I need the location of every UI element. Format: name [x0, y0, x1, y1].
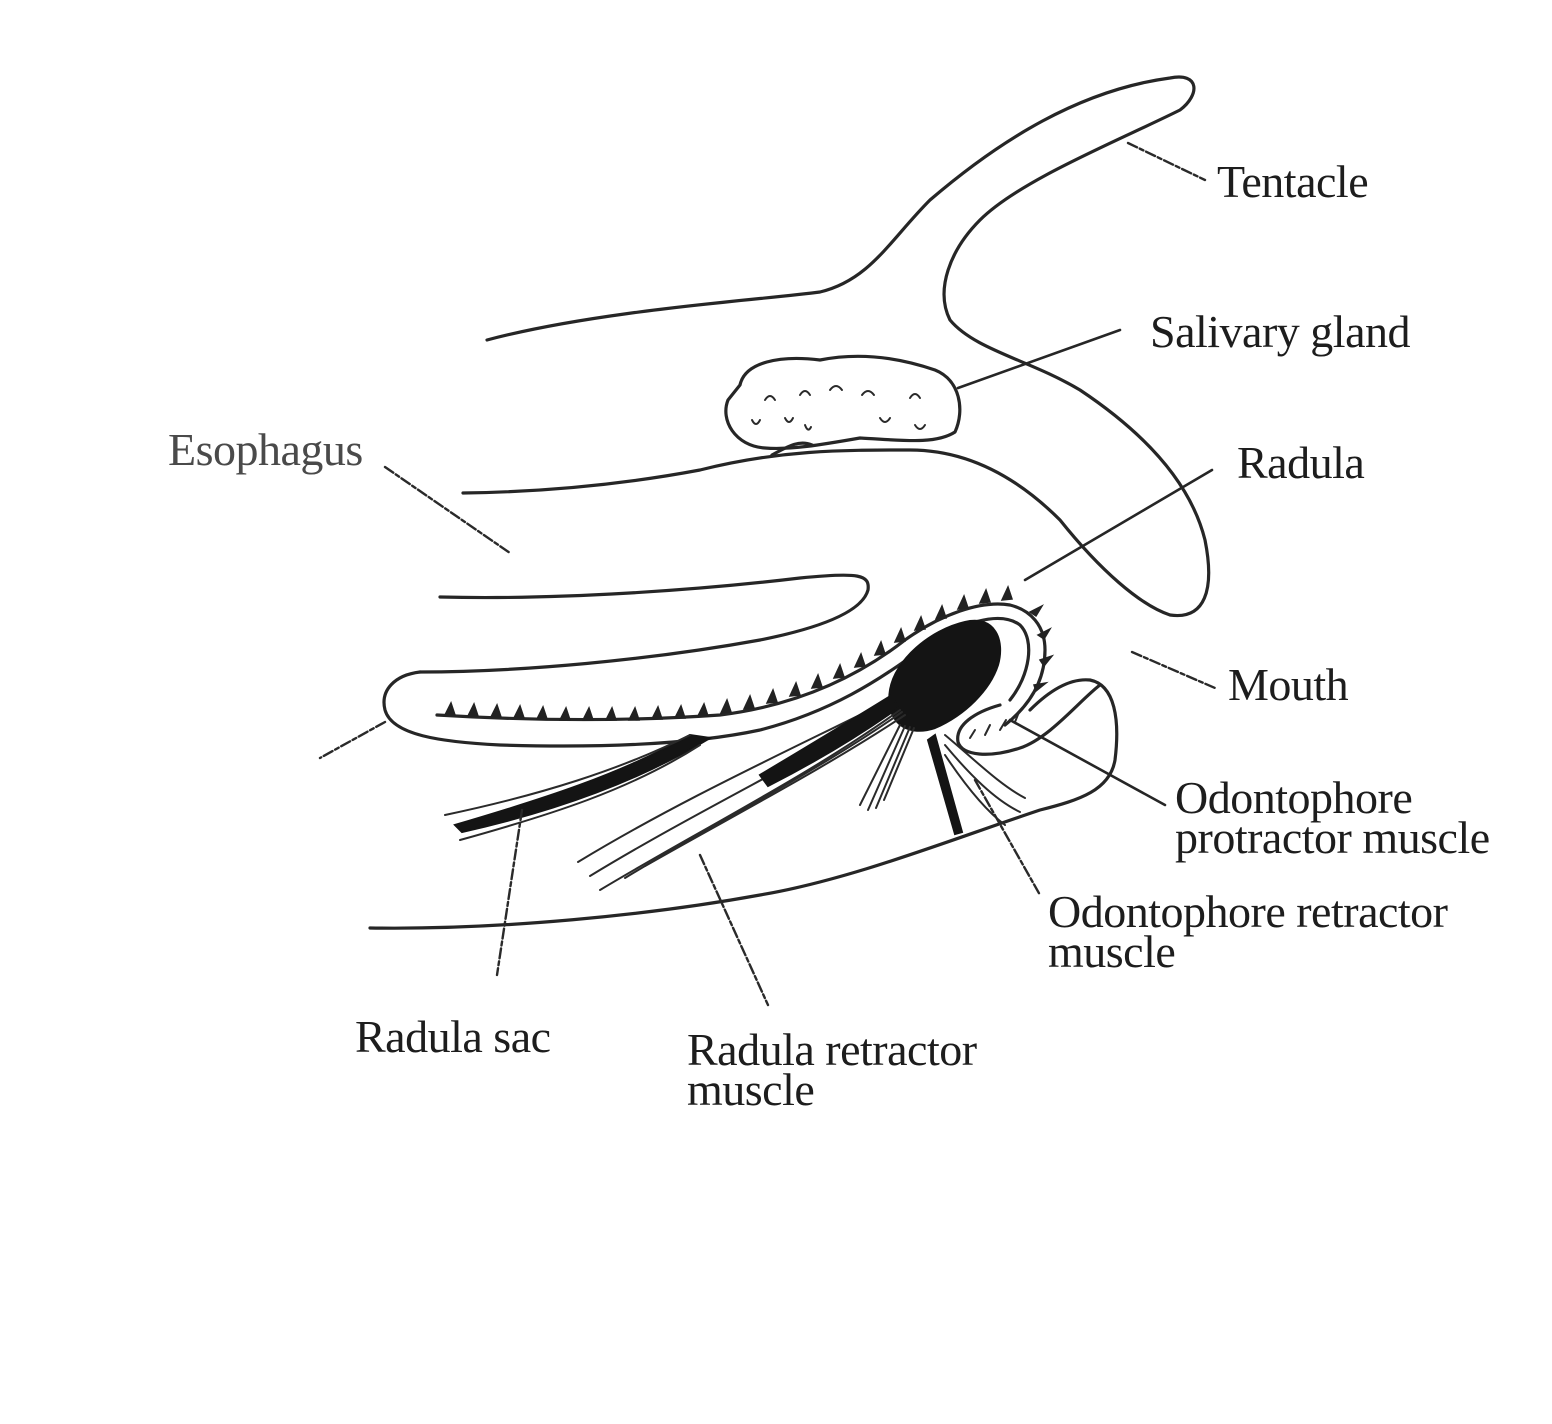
label-radula-retractor: Radula retractor muscle [687, 1024, 977, 1115]
odontophore [888, 619, 1002, 732]
label-tentacle: Tentacle [1217, 156, 1369, 207]
label-odontophore-protractor-line2: protractor muscle [1175, 812, 1490, 863]
radula-sac-muscle-fiber [444, 734, 691, 816]
odontophore-retractor-core [926, 733, 964, 836]
label-odontophore-protractor: Odontophore protractor muscle [1175, 772, 1490, 863]
label-radula: Radula [1237, 437, 1365, 488]
radula-sac-muscle [453, 733, 713, 834]
radula-retractor-core [758, 693, 900, 788]
head-outline [461, 75, 1211, 618]
leader-radula-sac-end [318, 720, 387, 760]
leader-esophagus [383, 465, 512, 555]
salivary-gland [724, 354, 962, 450]
label-salivary-gland: Salivary gland [1150, 306, 1411, 357]
label-odontophore-retractor-line2: muscle [1048, 926, 1176, 977]
label-odontophore-protractor-line1: Odontophore [1175, 772, 1413, 823]
mouth-inner-fold [956, 683, 1102, 756]
label-radula-retractor-line2: muscle [687, 1064, 815, 1115]
leader-mouth [1130, 650, 1217, 690]
leader-salivary-gland [956, 328, 1122, 390]
radula-teeth [443, 584, 1055, 721]
leader-radula-sac [495, 808, 524, 977]
label-odontophore-retractor: Odontophore retractor muscle [1048, 886, 1448, 977]
leader-radula-retractor [698, 853, 770, 1007]
odontophore-protractor-fibers [859, 724, 915, 811]
leader-radula [1023, 468, 1214, 582]
esophagus-fold [418, 573, 870, 674]
leader-odontophore-retractor [973, 778, 1042, 897]
radula-sac-muscle-fiber [459, 744, 701, 841]
lower-lip [368, 678, 1119, 930]
radula-sac-tube [382, 616, 1031, 748]
leader-odontophore-protractor [1008, 718, 1167, 807]
mouth-fold-texture [969, 711, 1020, 739]
gland-duct [770, 441, 814, 457]
label-esophagus: Esophagus [168, 424, 363, 475]
label-radula-sac: Radula sac [355, 1011, 551, 1062]
label-radula-retractor-line1: Radula retractor [687, 1024, 977, 1075]
label-mouth: Mouth [1228, 659, 1349, 710]
leader-tentacle [1126, 141, 1207, 182]
salivary-gland-texture [751, 385, 926, 431]
label-odontophore-retractor-line1: Odontophore retractor [1048, 886, 1448, 937]
